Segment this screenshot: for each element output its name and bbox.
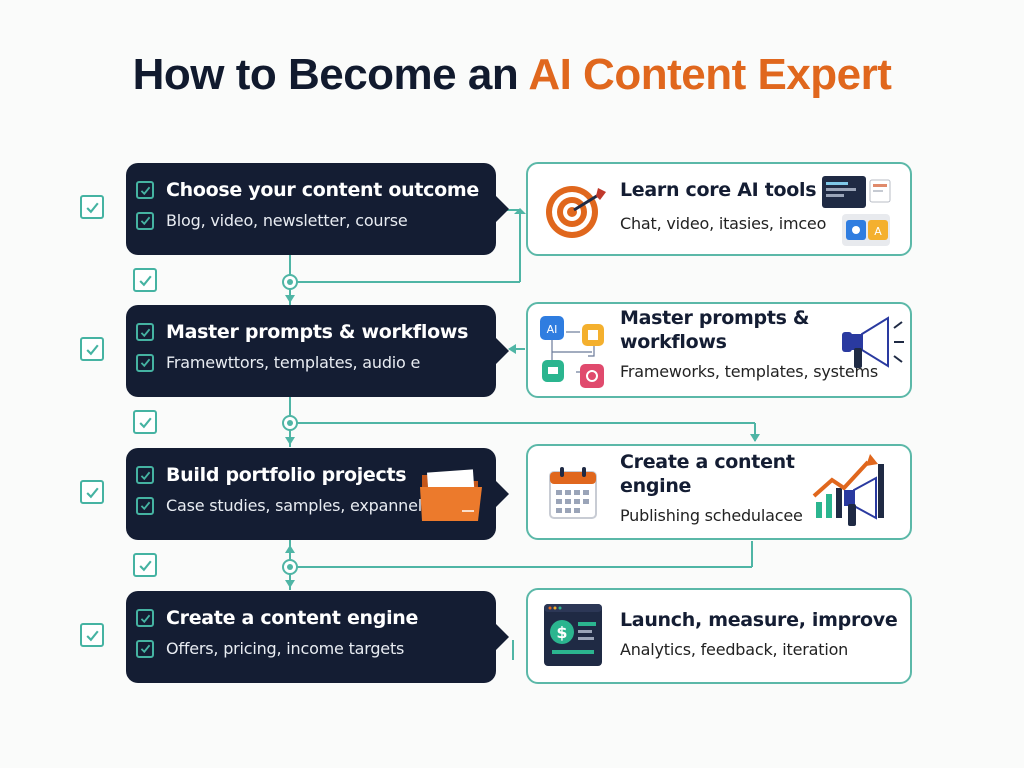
step-title: Create a content engine — [166, 607, 419, 629]
checkbox-between-3[interactable] — [133, 553, 157, 577]
arrow-pointer — [495, 480, 509, 508]
app-tools-icon: A — [822, 176, 891, 246]
checkbox-step-4[interactable] — [80, 623, 104, 647]
step-subtitle: Analytics, feedback, iteration — [620, 640, 849, 659]
step-title: Master prompts & workflows — [166, 321, 469, 343]
calendar-icon — [549, 467, 597, 519]
step-subtitle: Case studies, samples, expannels — [166, 496, 431, 515]
step-subtitle: Publishing schedulacee — [620, 506, 803, 525]
arrow-pointer — [495, 337, 509, 365]
title-prefix: How to Become an — [132, 50, 529, 99]
title-accent: AI Content Expert — [528, 50, 892, 99]
right-step-card-3[interactable]: Create a content engine Publishing sched… — [526, 444, 912, 540]
step-subtitle: Framewttors, templates, audio e — [166, 353, 421, 372]
target-icon — [546, 186, 606, 238]
check-icon — [136, 466, 154, 484]
check-icon — [136, 496, 154, 515]
svg-text:$: $ — [556, 623, 567, 642]
left-step-card-3[interactable]: Build portfolio projects Case studies, s… — [126, 448, 509, 540]
check-icon — [136, 639, 154, 658]
workflow-icon: AI — [540, 316, 604, 388]
growth-chart-icon — [812, 454, 884, 526]
step-subtitle: Offers, pricing, income targets — [166, 639, 405, 658]
right-step-card-1[interactable]: Learn core AI tools Chat, video, itasies… — [526, 162, 912, 256]
page-title: How to Become an AI Content Expert — [0, 50, 1024, 100]
step-title: Master prompts & workflows — [620, 307, 810, 353]
check-icon — [136, 211, 154, 230]
step-subtitle: Blog, video, newsletter, course — [166, 211, 408, 230]
svg-text:AI: AI — [547, 323, 558, 336]
step-subtitle: Frameworks, templates, systems — [620, 362, 878, 381]
step-title-wrapped: Master prompts & workflows — [620, 306, 820, 354]
checkbox-between-2[interactable] — [133, 410, 157, 434]
dollar-screen-icon: $ — [544, 604, 602, 666]
step-title: Learn core AI tools — [620, 179, 817, 201]
check-icon — [136, 181, 154, 199]
step-title: Create a content engine — [620, 451, 795, 497]
step-title-wrapped: Create a content engine — [620, 450, 800, 498]
right-step-card-2[interactable]: AI Master prompts & workflows Frameworks… — [526, 302, 912, 398]
svg-text:A: A — [874, 225, 882, 238]
check-icon — [136, 323, 154, 341]
check-icon — [136, 353, 154, 372]
right-step-card-4[interactable]: $ Launch, measure, improve Analytics, fe… — [526, 588, 912, 684]
checkbox-step-3[interactable] — [80, 480, 104, 504]
arrow-pointer — [495, 195, 509, 223]
checkbox-step-1[interactable] — [80, 195, 104, 219]
checkbox-step-2[interactable] — [80, 337, 104, 361]
folder-icon — [420, 469, 482, 521]
left-step-card-1[interactable]: Choose your content outcome Blog, video,… — [126, 163, 509, 255]
step-title: Launch, measure, improve — [620, 609, 898, 631]
left-step-card-4[interactable]: Create a content engine Offers, pricing,… — [126, 591, 509, 683]
megaphone-icon — [842, 316, 904, 368]
step-subtitle: Chat, video, itasies, imceo — [620, 214, 827, 233]
check-icon — [136, 609, 154, 627]
step-title: Choose your content outcome — [166, 179, 479, 201]
arrow-pointer — [495, 623, 509, 651]
step-title: Build portfolio projects — [166, 464, 407, 486]
checkbox-between-1[interactable] — [133, 268, 157, 292]
left-step-card-2[interactable]: Master prompts & workflows Framewttors, … — [126, 305, 509, 397]
